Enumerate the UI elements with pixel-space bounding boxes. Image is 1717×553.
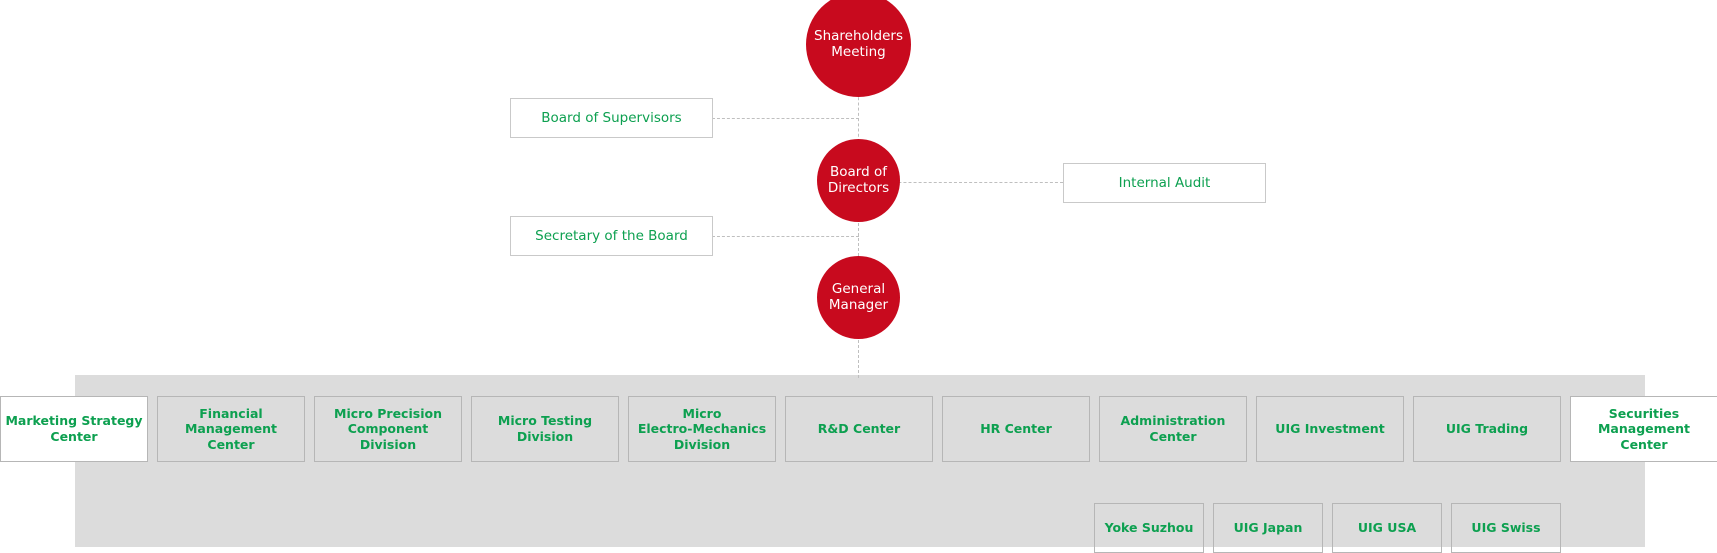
- connector-secretary: [712, 236, 859, 237]
- dept-line: UIG Investment: [1275, 421, 1385, 437]
- sub-uig-swiss[interactable]: UIG Swiss: [1451, 503, 1561, 553]
- dept-line: Micro Testing: [497, 413, 593, 429]
- dept-line: Division: [673, 436, 731, 452]
- dept-line: Division: [516, 429, 574, 444]
- secretary-of-the-board-label: Secretary of the Board: [535, 227, 688, 244]
- shareholders-meeting-line2: Meeting: [831, 43, 886, 60]
- dept-micro-precision-component-division[interactable]: Micro Precision Component Division: [314, 396, 462, 462]
- general-manager-line2: Manager: [828, 296, 889, 313]
- dept-line: Component Division: [347, 421, 429, 452]
- dept-micro-testing-division[interactable]: Micro Testing Division: [471, 396, 619, 462]
- dept-uig-trading[interactable]: UIG Trading: [1413, 396, 1561, 462]
- sub-label: UIG Japan: [1233, 520, 1303, 536]
- dept-securities-management-center[interactable]: Securities Management Center: [1570, 396, 1717, 462]
- dept-rd-center[interactable]: R&D Center: [785, 396, 933, 462]
- dept-line: Micro Precision: [334, 405, 442, 421]
- node-general-manager[interactable]: General Manager: [817, 256, 900, 339]
- node-board-of-directors[interactable]: Board of Directors: [817, 139, 900, 222]
- dept-hr-center[interactable]: HR Center: [942, 396, 1090, 462]
- board-of-directors-line1: Board of: [830, 163, 887, 180]
- connector-spine-mid: [858, 218, 859, 266]
- board-of-supervisors-label: Board of Supervisors: [541, 109, 682, 126]
- dept-line: Center: [207, 436, 255, 452]
- dept-line: UIG Trading: [1445, 421, 1529, 437]
- dept-line: HR Center: [980, 421, 1052, 437]
- box-secretary-of-the-board[interactable]: Secretary of the Board: [510, 216, 713, 256]
- dept-administration-center[interactable]: Administration Center: [1099, 396, 1247, 462]
- connector-internal-audit: [858, 182, 1063, 183]
- dept-line: Electro-Mechanics: [637, 421, 767, 437]
- sub-label: Yoke Suzhou: [1104, 520, 1194, 536]
- dept-line: Securities: [1608, 405, 1680, 421]
- dept-line: Center: [1149, 429, 1197, 444]
- dept-line: Center: [50, 429, 98, 444]
- box-internal-audit[interactable]: Internal Audit: [1063, 163, 1266, 203]
- dept-micro-electro-mechanics-division[interactable]: Micro Electro-Mechanics Division: [628, 396, 776, 462]
- connector-spine-top: [858, 92, 859, 142]
- general-manager-line1: General: [831, 280, 886, 297]
- dept-line: Financial: [199, 405, 263, 421]
- sub-uig-usa[interactable]: UIG USA: [1332, 503, 1442, 553]
- sub-uig-japan[interactable]: UIG Japan: [1213, 503, 1323, 553]
- dept-line: Management: [184, 421, 277, 437]
- dept-line: Marketing Strategy: [5, 413, 143, 429]
- dept-line: Micro: [682, 405, 722, 421]
- sub-label: UIG USA: [1357, 520, 1417, 536]
- connector-spine-bottom: [858, 330, 859, 378]
- sub-label: UIG Swiss: [1471, 520, 1541, 536]
- board-of-directors-line2: Directors: [827, 179, 890, 196]
- dept-line: R&D Center: [817, 421, 901, 437]
- internal-audit-label: Internal Audit: [1118, 174, 1211, 191]
- sub-yoke-suzhou[interactable]: Yoke Suzhou: [1094, 503, 1204, 553]
- dept-marketing-strategy-center[interactable]: Marketing Strategy Center: [0, 396, 148, 462]
- dept-financial-management-center[interactable]: Financial Management Center: [157, 396, 305, 462]
- connector-supervisors: [712, 118, 859, 119]
- shareholders-meeting-line1: Shareholders: [814, 27, 903, 44]
- dept-uig-investment[interactable]: UIG Investment: [1256, 396, 1404, 462]
- dept-line: Center: [1620, 436, 1668, 452]
- box-board-of-supervisors[interactable]: Board of Supervisors: [510, 98, 713, 138]
- dept-line: Administration: [1120, 413, 1226, 429]
- node-shareholders-meeting[interactable]: Shareholders Meeting: [806, 0, 911, 97]
- dept-line: Management: [1597, 421, 1690, 437]
